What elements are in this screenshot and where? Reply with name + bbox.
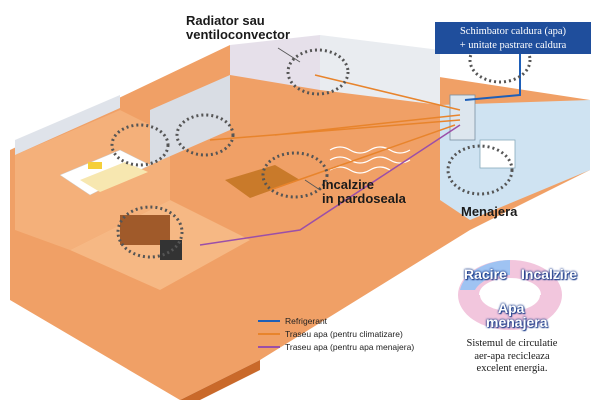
legend-label-menajera: Traseu apa (pentru apa menajera) [285,341,415,352]
cycle-ring-inner [480,279,540,311]
label-menajera: Menajera [461,204,518,219]
label-incalzire-line1: Incalzire [322,177,375,192]
cycle-label-incalzire: Incalzire [521,266,578,282]
legend-swatch-climatizare [258,332,280,335]
cycle-caption-line2: aer-apa recicleaza [474,350,550,362]
legend: Refrigerant Traseu apa (pentru climatiza… [258,314,414,353]
wall-partition-2 [230,35,320,90]
pillow [88,162,102,169]
cycle-label-menajera: menajera [486,314,548,330]
dining-table [225,165,300,198]
highlight-bathroom [446,144,514,196]
cycle-label-racire: Racire [464,266,507,282]
highlight-radiator-2 [175,113,235,157]
legend-swatch-refrigerant [258,319,280,322]
cycle-caption-line1: Sistemul de circulatie [466,338,558,349]
cycle-ring-blue [460,260,510,290]
legend-swatch-menajera [258,345,280,348]
cycle-arrows [479,278,541,296]
pipe-refrigerant [464,50,521,101]
underfloor-heating-pipes [329,146,411,174]
pipe-water-climatization [209,74,461,191]
wall-right-back [320,35,440,105]
cycle-caption: Sistemul de circulatie aer-apa recicleaz… [452,338,572,376]
cycle-label-apa: Apa [498,300,525,316]
label-radiator: Radiator sau ventiloconvector [186,13,291,43]
legend-label-refrigerant: Refrigerant [285,315,328,326]
stove [160,240,182,260]
leader-radiator [277,47,301,63]
label-incalzire-pardoseala: Incalzire in pardoseala [322,177,406,207]
bedroom-wall-back [15,95,120,155]
label-radiator-line2: ventiloconvector [186,27,291,43]
legend-item-refrigerant: Refrigerant [258,314,414,327]
highlight-boiler [468,36,532,84]
label-schimbator: Schimbator caldura (apa) + unitate pastr… [435,22,591,54]
label-schimbator-line2: + unitate pastrare caldura [459,39,567,51]
label-radiator-line1: Radiator sau [186,13,265,28]
highlight-kitchen [116,205,184,259]
pipe-water-domestic [199,124,461,246]
highlight-floor [261,151,329,199]
legend-item-menajera: Traseu apa (pentru apa menajera) [258,340,414,353]
boiler-unit [449,94,476,141]
bathtub [479,139,516,169]
legend-label-climatizare: Traseu apa (pentru climatizare) [285,328,403,339]
legend-item-climatizare: Traseu apa (pentru climatizare) [258,327,414,340]
highlight-bedroom [110,123,170,167]
label-incalzire-line2: in pardoseala [322,191,406,207]
label-schimbator-line1: Schimbator caldura (apa) [459,26,567,37]
highlight-radiator-1 [286,48,350,96]
cycle-caption-line3: excelent energia. [476,363,548,375]
leader-incalzire [304,179,321,191]
floor-edge [180,360,260,400]
bed-blanket [80,162,148,192]
wall-partition-1 [150,75,230,165]
